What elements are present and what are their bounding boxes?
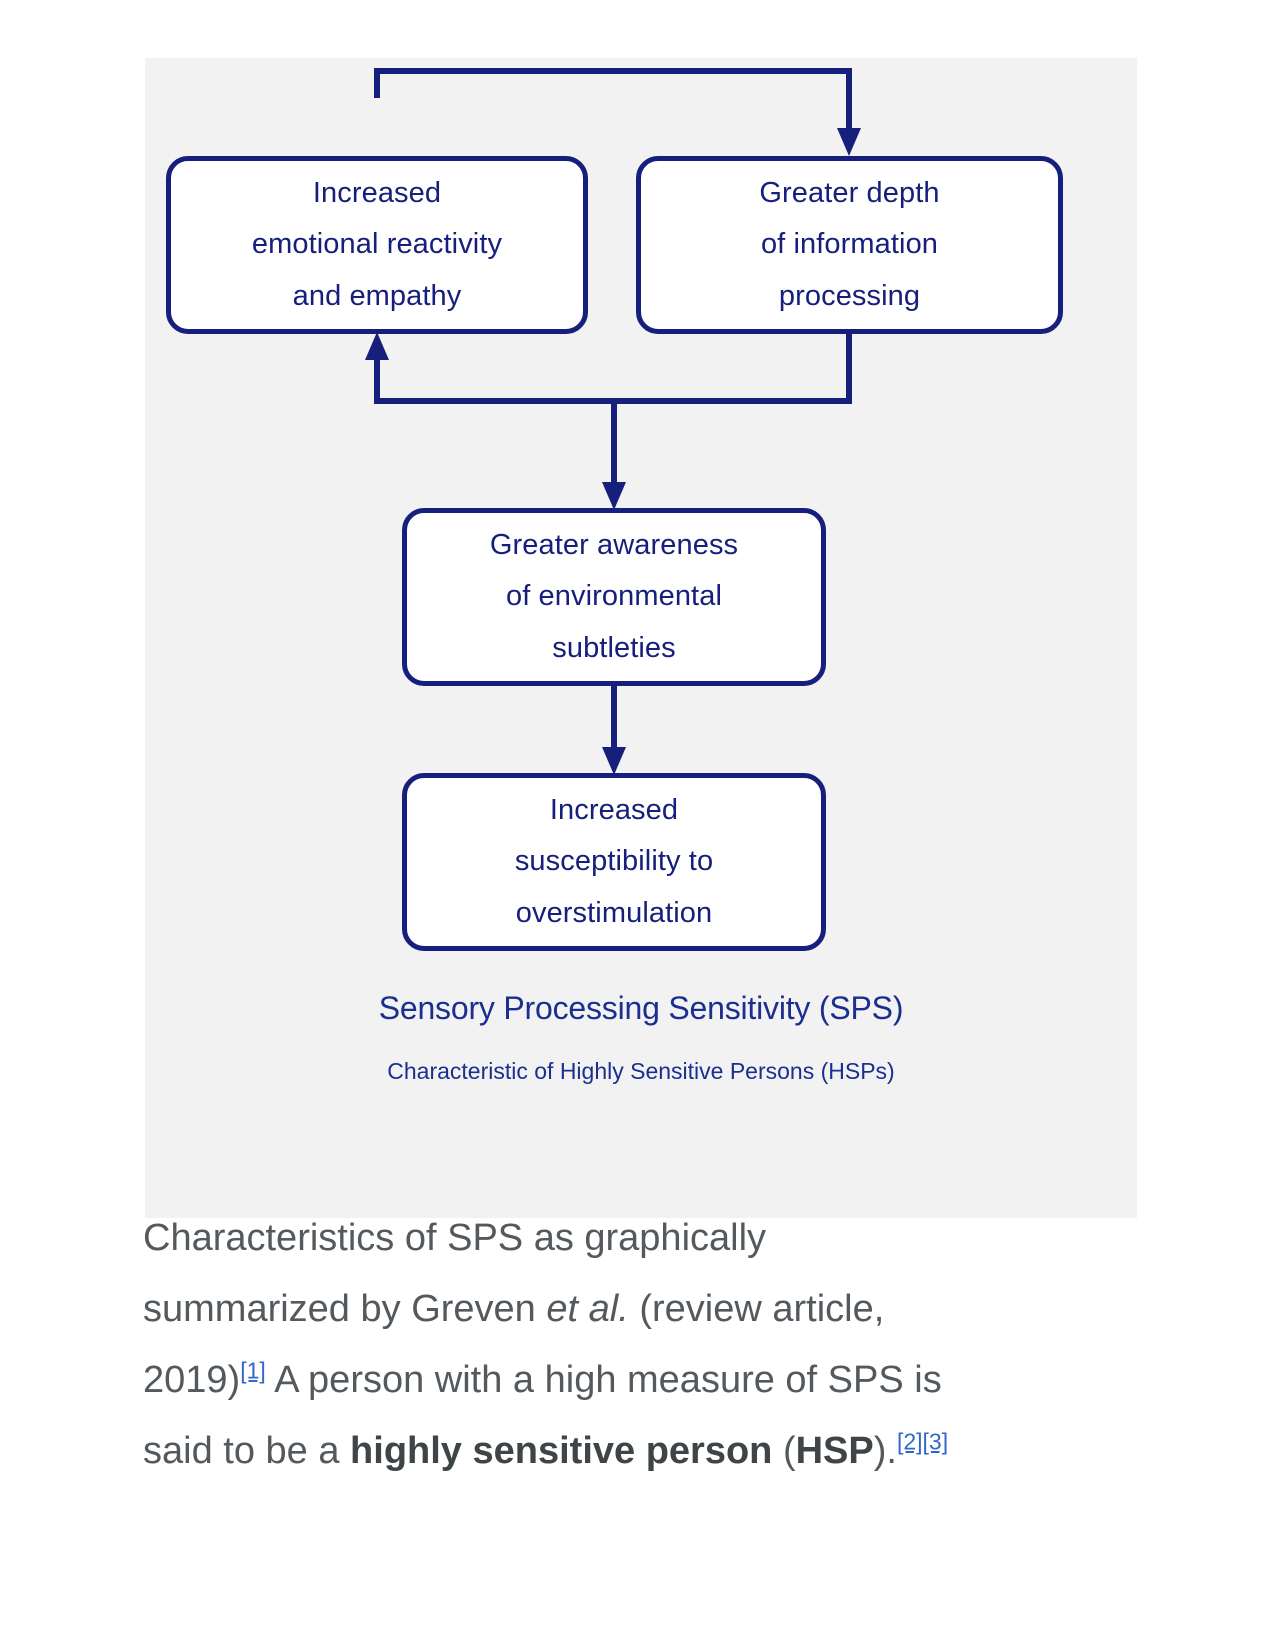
arrowhead-down-depth [837,128,861,156]
node-line: Greater depth [759,176,940,209]
node-increased-susceptibility-to-overstimulation: Increased susceptibility to overstimulat… [402,773,826,951]
node-line: Increased [549,793,679,826]
caption-term-hsp-full: highly sensitive person [350,1430,773,1472]
figure-panel: Increased emotional reactivity and empat… [145,58,1137,1218]
caption-text: ). [873,1430,897,1472]
arrowhead-down-awareness [602,482,626,510]
node-line: subtleties [552,631,676,664]
node-line: processing [778,279,921,312]
node-line: overstimulation [515,896,713,929]
node-line: and empathy [292,279,462,312]
node-line: of environmental [505,580,722,613]
caption-term-hsp-abbr: HSP [795,1430,874,1472]
node-greater-depth-of-information-processing: Greater depth of information processing [636,156,1063,334]
caption-text: A person with a high measure of SPS is s… [143,1359,942,1472]
node-increased-emotional-reactivity: Increased emotional reactivity and empat… [166,156,588,334]
edge-emotional-to-depth [374,68,852,132]
arrowhead-up-emotional [365,332,389,360]
caption-text: ( [772,1430,796,1472]
caption-text: (review article, 2019) [143,1288,885,1401]
caption-text: Characteristics of SPS as graphically su… [143,1217,767,1330]
node-line: Greater awareness [489,528,739,561]
node-line: Increased [312,176,442,209]
reference-link-3[interactable]: [3] [922,1428,949,1455]
diagram-connectors [365,68,861,775]
caption-et-al: et al. [546,1288,629,1330]
node-greater-awareness-of-environmental-subtleties: Greater awareness of environmental subtl… [402,508,826,686]
reference-link-2[interactable]: [2] [896,1428,923,1455]
node-line: emotional reactivity [251,228,503,261]
node-line: of information [760,228,939,261]
figure-subtitle: Characteristic of Highly Sensitive Perso… [387,1058,895,1084]
figure-caption: Characteristics of SPS as graphically su… [143,1203,983,1487]
edge-depth-to-emotional [374,334,852,404]
figure-title: Sensory Processing Sensitivity (SPS) [378,990,904,1026]
arrowhead-down-overstim [602,747,626,775]
reference-link-1[interactable]: [1] [240,1357,266,1384]
node-line: susceptibility to [514,845,714,878]
